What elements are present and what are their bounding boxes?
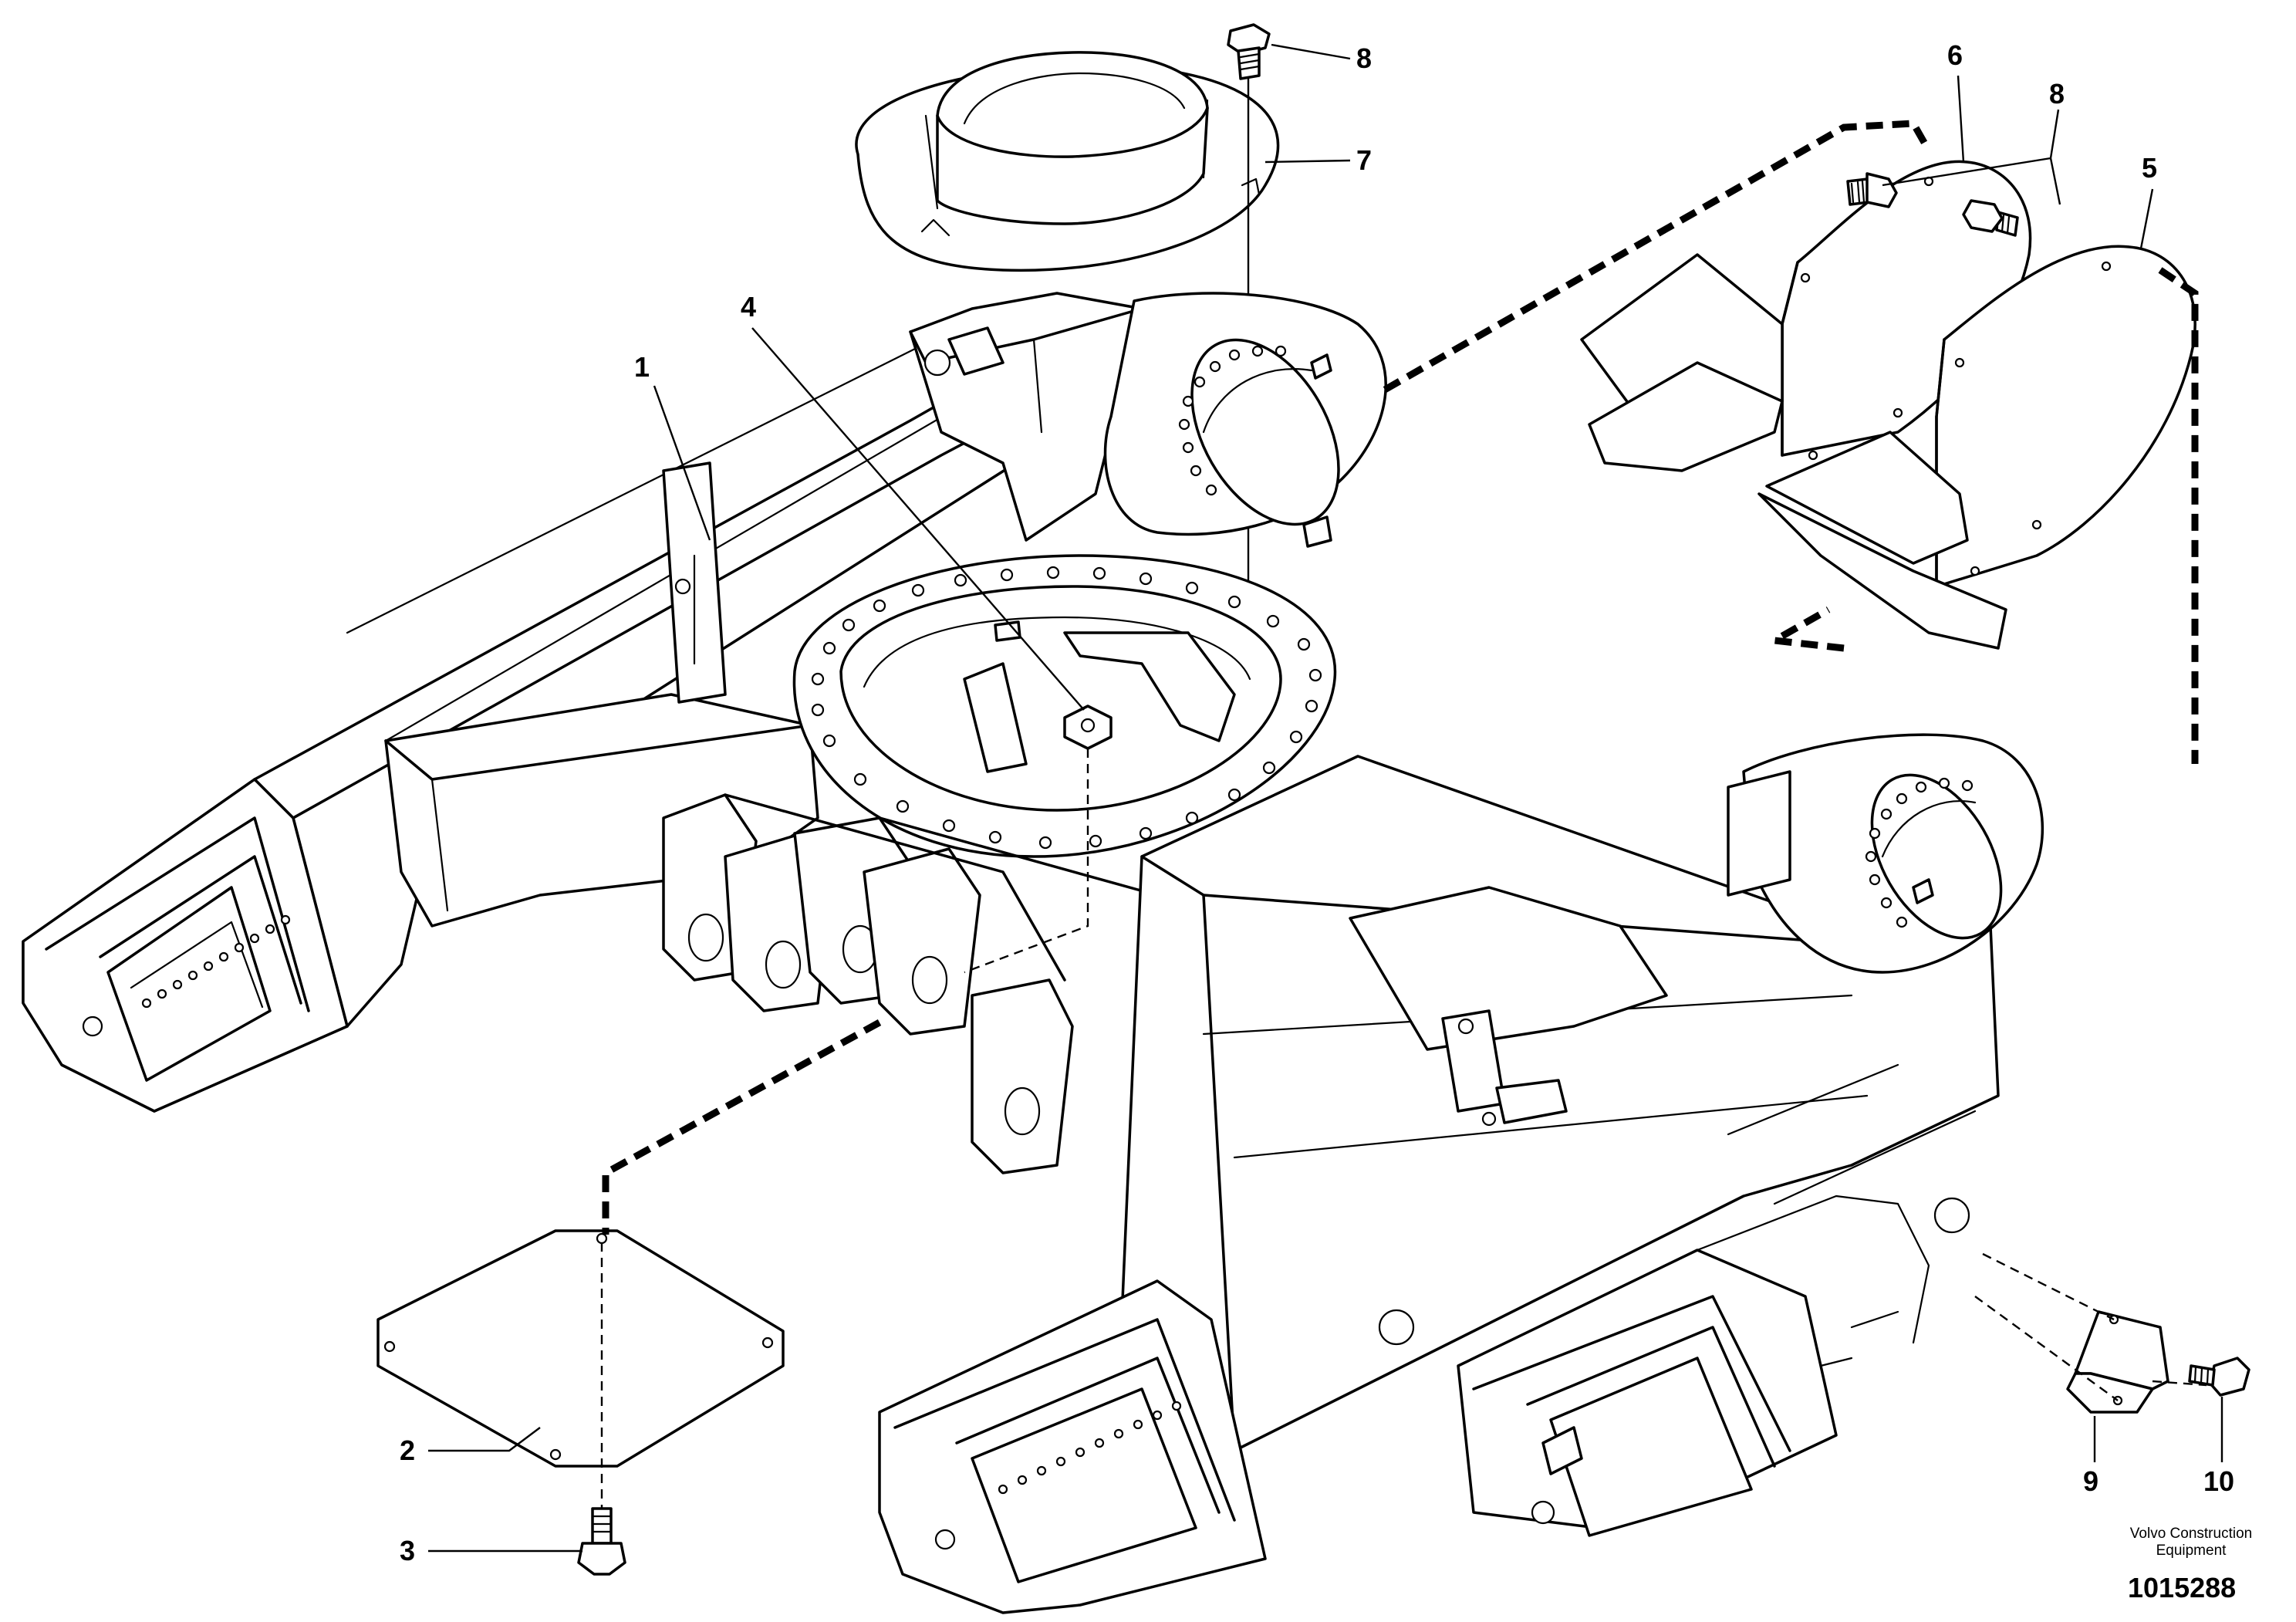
assembly-line-cover-right — [2158, 267, 2199, 764]
leader-8-top — [1271, 43, 1351, 60]
bracket-holes-right — [998, 1401, 1182, 1495]
callout-2: 2 — [400, 1434, 416, 1466]
leader-1 — [653, 385, 711, 541]
bolt-cover-b — [1962, 199, 2019, 237]
callout-1: 1 — [634, 351, 650, 383]
callout-6: 6 — [1947, 39, 1963, 71]
callout-8-top: 8 — [1356, 42, 1373, 74]
nut-line — [964, 748, 1089, 974]
callout-7: 7 — [1356, 144, 1373, 176]
bracket-holes-left — [141, 914, 291, 1009]
bolt-cover-a — [1846, 172, 1898, 208]
callout-5: 5 — [2142, 152, 2158, 184]
leader-4 — [751, 327, 1085, 711]
cover-right — [1757, 245, 2196, 650]
leader-2 — [428, 1427, 541, 1452]
undercarriage-frame — [22, 292, 2044, 1614]
leader-7 — [1264, 159, 1351, 164]
brand-line-2: Equipment — [2156, 1542, 2227, 1559]
callout-4: 4 — [741, 291, 757, 323]
guard-plate-hole-line-a — [1982, 1252, 2115, 1321]
bolt-top — [1227, 23, 1271, 80]
brand-label: Volvo Construction Equipment — [2114, 1526, 2268, 1559]
idler-holes-lower — [1865, 777, 1974, 928]
brand-line-1: Volvo Construction — [2129, 1526, 2253, 1542]
assembly-line-cover-left — [1383, 120, 1932, 393]
leader-6 — [1957, 75, 1965, 163]
leader-5 — [2139, 188, 2154, 249]
swivel-cover-ring — [855, 51, 1280, 272]
idler-holes-upper — [1178, 345, 1287, 496]
bottom-plate-bolt — [577, 1507, 626, 1576]
assembly-line-cover-right-lower — [1763, 607, 1845, 652]
ghost-rear-bracket — [1457, 1063, 1977, 1537]
cover-left — [1580, 160, 2032, 472]
leader-8-cover — [1882, 109, 2061, 205]
callout-3: 3 — [400, 1535, 416, 1566]
ring-bolt-holes — [811, 566, 1322, 850]
part-number: 1015288 — [2128, 1572, 2237, 1603]
guard-bolt — [2188, 1357, 2250, 1397]
bottom-plate — [376, 1229, 785, 1468]
nut — [1063, 705, 1113, 750]
guard-bolt-line — [2152, 1380, 2207, 1387]
callout-9: 9 — [2083, 1465, 2099, 1497]
guard-plate-hole-line-b — [1974, 1296, 2119, 1401]
callout-10: 10 — [2203, 1465, 2235, 1497]
assembly-line-bottom-plate — [602, 1019, 882, 1235]
guard-plate — [2066, 1310, 2169, 1414]
callout-8-cover: 8 — [2049, 78, 2065, 110]
